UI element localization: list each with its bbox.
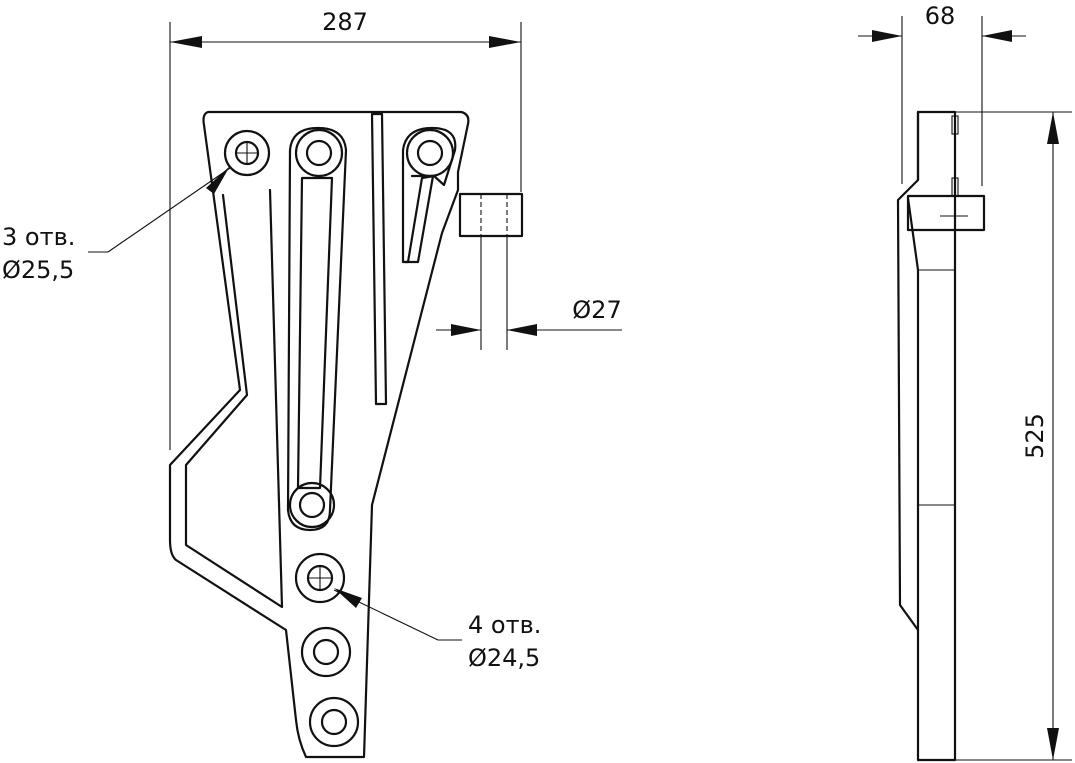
front-view-pin (458, 192, 524, 238)
lower-hole-4 (308, 696, 360, 748)
lower-hole-3 (300, 626, 352, 678)
callout-upper-diameter: Ø25,5 (2, 256, 74, 284)
front-view-center-slot-inner (296, 176, 334, 490)
front-view (168, 110, 524, 759)
callout-upper-holes: 3 отв. Ø25,5 (2, 166, 231, 284)
dimension-pin-diameter: Ø27 (436, 236, 622, 350)
callout-lower-count: 4 отв. (468, 611, 541, 639)
side-view (896, 110, 986, 762)
front-view-right-slot (401, 126, 457, 264)
callout-lower-holes: 4 отв. Ø24,5 (333, 588, 541, 672)
dimension-thickness-68: 68 (858, 2, 1026, 186)
dimension-label-525: 525 (1021, 413, 1049, 459)
side-view-outer-contour (896, 110, 957, 762)
dimension-label-pin: Ø27 (572, 296, 621, 324)
dimension-height-525: 525 (955, 111, 1072, 761)
upper-hole-3 (405, 128, 455, 178)
front-view-right-slot-inner (403, 174, 435, 264)
lower-hole-2 (294, 552, 346, 604)
dimension-label-287: 287 (322, 8, 368, 36)
front-view-left-leg-inner (184, 188, 284, 609)
lower-hole-1 (288, 481, 336, 529)
front-view-diagonal-slot (370, 112, 388, 406)
dimension-width-287: 287 (169, 8, 522, 450)
callout-lower-diameter: Ø24,5 (468, 644, 540, 672)
dimension-label-68: 68 (925, 2, 956, 30)
upper-hole-2 (294, 128, 344, 178)
upper-hole-1 (223, 129, 271, 177)
side-view-pin (906, 194, 986, 232)
callout-upper-count: 3 отв. (2, 223, 75, 251)
front-view-outer-contour (168, 110, 470, 759)
front-view-center-slot (286, 126, 348, 532)
